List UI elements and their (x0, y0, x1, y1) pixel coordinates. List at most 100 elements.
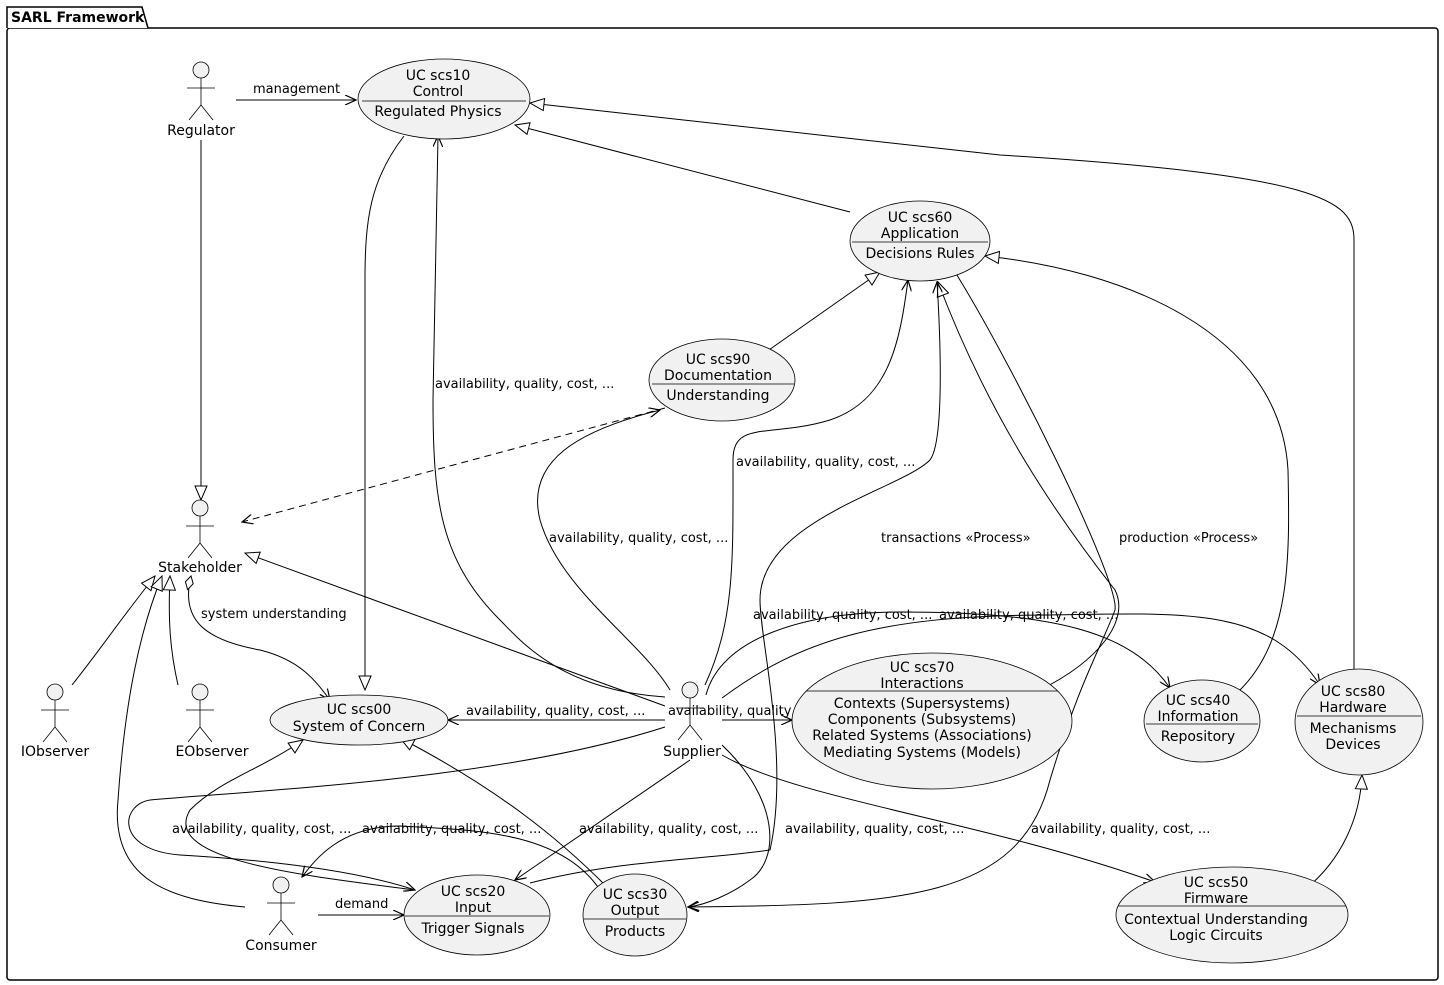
label-supplier-scs50: availability, quality, cost, ... (1031, 822, 1210, 837)
svg-text:UC scs70: UC scs70 (890, 660, 955, 676)
edge-iobserver-stakeholder (71, 576, 155, 686)
svg-text:Firmware: Firmware (1184, 891, 1248, 907)
svg-text:Mechanisms: Mechanisms (1310, 721, 1397, 737)
actor-label: Supplier (663, 744, 721, 760)
svg-text:UC scs50: UC scs50 (1184, 875, 1249, 891)
label-demand: demand (335, 897, 388, 912)
svg-text:Output: Output (611, 903, 660, 919)
actor-label: Stakeholder (158, 560, 242, 576)
label-supplier-scs00: availability, quality, cost, ... (466, 704, 645, 719)
edge-scs70-scs60 (938, 282, 1120, 691)
svg-text:Repository: Repository (1161, 729, 1235, 745)
edge-scs30-scs00 (400, 738, 606, 886)
edge-scs60-scs30 (688, 271, 1116, 907)
svg-text:Understanding: Understanding (666, 388, 769, 404)
edge-supplier-scs60-a (704, 280, 908, 686)
svg-text:System of Concern: System of Concern (293, 719, 426, 735)
edge-scs30-consumer (302, 825, 601, 891)
actor-regulator[interactable]: Regulator (167, 61, 235, 139)
usecase-scs90[interactable]: UC scs90 Documentation Understanding (648, 338, 796, 422)
usecase-scs60[interactable]: UC scs60 Application Decisions Rules (849, 200, 991, 282)
edge-supplier-scs90 (537, 410, 671, 691)
edge-supplier-stakeholder (245, 553, 666, 707)
stick-figure-icon (676, 681, 704, 741)
usecase-scs20[interactable]: UC scs20 Input Trigger Signals (403, 874, 551, 956)
edge-system-understanding (188, 576, 330, 700)
usecase-scs70[interactable]: UC scs70 Interactions Contexts (Supersys… (791, 652, 1073, 790)
actor-label: Regulator (167, 123, 235, 139)
stick-figure-icon (186, 499, 214, 559)
actor-stakeholder[interactable]: Stakeholder (158, 499, 242, 576)
label-supplier-scs20-b: availability, quality, cost, ... (172, 822, 351, 837)
actor-iobserver[interactable]: IObserver (21, 683, 90, 760)
stick-figure-icon (267, 876, 295, 936)
svg-text:Interactions: Interactions (880, 676, 963, 692)
label-supplier-scs20: availability, quality, cost, ... (579, 822, 758, 837)
edge-scs20-scs00 (185, 740, 416, 891)
svg-text:Regulated Physics: Regulated Physics (374, 104, 501, 120)
label-supplier-scs60: availability, quality, cost, ... (736, 455, 915, 470)
package-title: SARL Framework (11, 10, 145, 26)
label-system-understanding: system understanding (201, 607, 347, 622)
svg-text:Trigger Signals: Trigger Signals (420, 921, 524, 937)
svg-text:Contextual Understanding: Contextual Understanding (1124, 912, 1308, 928)
edge-scs20-scs60 (529, 282, 940, 884)
svg-text:Application: Application (881, 226, 959, 242)
edge-supplier-scs20 (515, 759, 691, 880)
label-supplier-scs30: availability, quality, cost, ... (785, 822, 964, 837)
edge-supplier-scs80 (721, 613, 1320, 699)
svg-text:UC scs60: UC scs60 (888, 210, 953, 226)
svg-text:Decisions Rules: Decisions Rules (865, 246, 974, 262)
usecase-scs50[interactable]: UC scs50 Firmware Contextual Understandi… (1115, 866, 1349, 964)
edge-scs50-scs80 (1307, 775, 1362, 888)
edge-scs40-scs60 (985, 256, 1290, 691)
usecase-scs30[interactable]: UC scs30 Output Products (582, 873, 688, 957)
svg-text:Mediating Systems (Models): Mediating Systems (Models) (823, 745, 1021, 761)
svg-text:Information: Information (1157, 709, 1238, 725)
label-supplier-scs80: availability, quality, cost, ... (939, 608, 1118, 623)
stick-figure-icon (41, 683, 69, 743)
actor-eobserver[interactable]: EObserver (175, 683, 249, 760)
edge-supplier-scs30 (688, 744, 771, 907)
edge-consumer-stakeholder (116, 576, 246, 908)
actor-label: Consumer (245, 938, 317, 954)
edge-supplier-scs10 (432, 136, 666, 698)
svg-text:Hardware: Hardware (1319, 700, 1387, 716)
svg-text:Related Systems (Associations): Related Systems (Associations) (812, 728, 1032, 744)
svg-text:Input: Input (455, 900, 492, 916)
svg-text:Devices: Devices (1325, 737, 1380, 753)
svg-text:UC scs30: UC scs30 (603, 887, 668, 903)
svg-text:Contexts (Supersystems): Contexts (Supersystems) (834, 696, 1010, 712)
svg-text:Logic Circuits: Logic Circuits (1169, 928, 1262, 944)
edge-labels: management availability, quality, cost, … (172, 82, 1258, 912)
svg-text:UC scs10: UC scs10 (406, 68, 471, 84)
svg-text:UC scs20: UC scs20 (441, 884, 506, 900)
svg-text:Documentation: Documentation (664, 368, 772, 384)
label-production: production «Process» (1119, 531, 1258, 546)
svg-text:Products: Products (605, 924, 665, 940)
usecase-scs10[interactable]: UC scs10 Control Regulated Physics (357, 58, 531, 140)
svg-text:Components (Subsystems): Components (Subsystems) (828, 712, 1017, 728)
edge-supplier-scs20-b (128, 726, 666, 890)
package-frame: SARL Framework (6, 6, 1439, 981)
label-scs30-consumer: availability, quality, cost, ... (362, 822, 541, 837)
label-transactions: transactions «Process» (881, 531, 1031, 546)
label-management: management (253, 82, 340, 97)
svg-text:Control: Control (413, 84, 464, 100)
actor-label: EObserver (175, 744, 248, 760)
svg-text:UC scs90: UC scs90 (686, 352, 751, 368)
svg-text:UC scs00: UC scs00 (327, 702, 392, 718)
label-supplier-scs10: availability, quality, cost, ... (435, 377, 614, 392)
usecase-scs00[interactable]: UC scs00 System of Concern (269, 694, 449, 746)
usecase-scs80[interactable]: UC scs80 Hardware Mechanisms Devices (1294, 668, 1424, 776)
svg-text:UC scs80: UC scs80 (1321, 684, 1386, 700)
usecase-scs40[interactable]: UC scs40 Information Repository (1143, 679, 1261, 763)
edge-supplier-scs50 (721, 754, 1155, 882)
edge-scs10-scs00 (365, 135, 405, 690)
actor-consumer[interactable]: Consumer (245, 876, 317, 954)
edge-scs60-scs10 (515, 125, 851, 213)
actor-supplier[interactable]: Supplier (663, 681, 721, 760)
edges (71, 100, 1362, 915)
edge-eobserver-stakeholder (169, 576, 179, 686)
